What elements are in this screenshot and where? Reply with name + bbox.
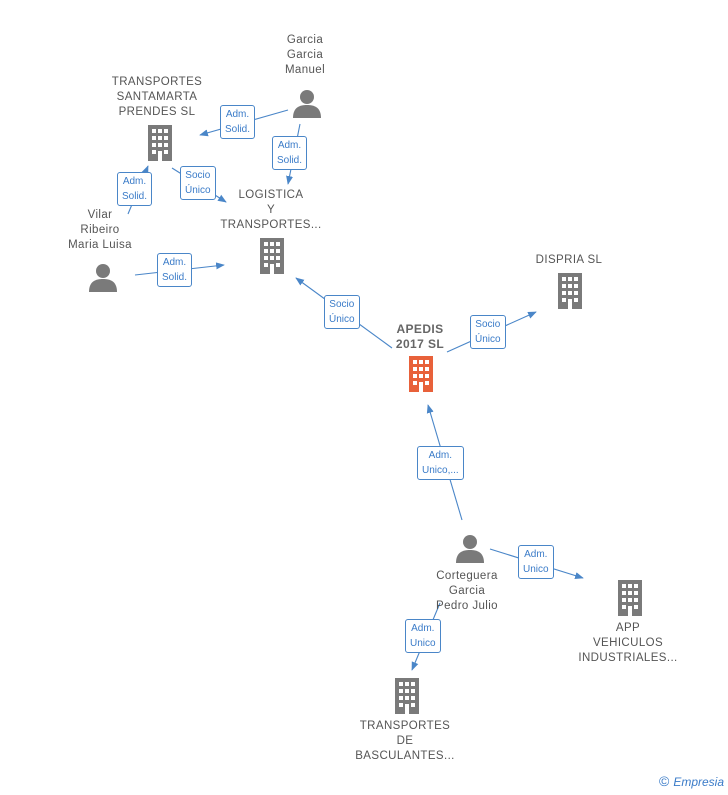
edge-label-garcia-santamarta[interactable]: Adm. Solid.	[220, 105, 256, 139]
node-label-transportes-santamarta[interactable]: TRANSPORTES SANTAMARTA PRENDES SL	[111, 76, 203, 118]
building-icon[interactable]	[554, 273, 586, 309]
building-icon-main[interactable]	[405, 356, 437, 392]
building-icon[interactable]	[256, 238, 288, 274]
edge-label-apedis-dispria[interactable]: Socio Único	[470, 315, 506, 349]
person-icon[interactable]	[292, 88, 322, 118]
node-label-app-vehiculos[interactable]: APP VEHICULOS INDUSTRIALES...	[578, 622, 678, 664]
node-label-logistica[interactable]: LOGISTICA Y TRANSPORTES...	[220, 189, 322, 231]
node-label-garcia-garcia-manuel[interactable]: Garcia Garcia Manuel	[284, 34, 326, 76]
edge-label-corteguera-app[interactable]: Adm. Unico	[518, 545, 554, 579]
node-label-apedis[interactable]: APEDIS 2017 SL	[395, 322, 445, 351]
edge-label-garcia-logistica[interactable]: Adm. Solid.	[272, 136, 308, 170]
person-icon[interactable]	[88, 262, 118, 292]
footer-brand[interactable]: ©Empresia	[659, 773, 724, 789]
node-label-corteguera[interactable]: Corteguera Garcia Pedro Julio	[436, 570, 498, 612]
node-label-vilar-ribeiro[interactable]: Vilar Ribeiro Maria Luisa	[68, 209, 132, 251]
edge-label-corteguera-apedis[interactable]: Adm. Unico,...	[417, 446, 464, 480]
node-label-transportes-basculantes[interactable]: TRANSPORTES DE BASCULANTES...	[355, 720, 455, 762]
copyright-icon: ©	[658, 773, 670, 789]
building-icon[interactable]	[391, 678, 423, 714]
edge-label-apedis-logistica[interactable]: Socio Único	[324, 295, 360, 329]
edge-label-vilar-santamarta[interactable]: Adm. Solid.	[117, 172, 153, 206]
building-icon[interactable]	[144, 125, 176, 161]
brand-name: Empresia	[673, 775, 724, 789]
building-icon[interactable]	[614, 580, 646, 616]
edge-label-corteguera-basculantes[interactable]: Adm. Unico	[405, 619, 441, 653]
person-icon[interactable]	[455, 533, 485, 563]
node-label-dispria[interactable]: DISPRIA SL	[535, 254, 603, 266]
edge-label-santamarta-logistica[interactable]: Socio Único	[180, 166, 216, 200]
edge-label-vilar-logistica[interactable]: Adm. Solid.	[157, 253, 193, 287]
